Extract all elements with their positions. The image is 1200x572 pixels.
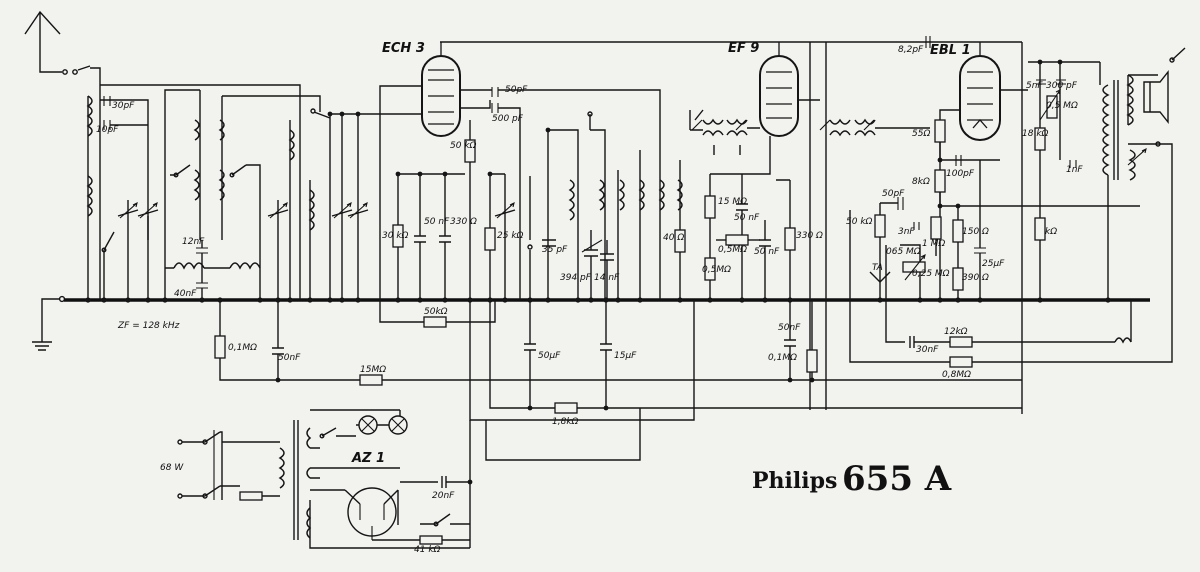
brand-name: Philips xyxy=(752,468,837,494)
label-c-15uf: 15µF xyxy=(614,351,637,361)
label-r-50k: 50 kΩ xyxy=(450,141,477,151)
label-c-50nf-c: 50 nF xyxy=(754,247,780,257)
label-c-30nf: 30nF xyxy=(916,345,939,355)
if-transformer-3 xyxy=(809,42,930,410)
label-c-50nf-d: 50nF xyxy=(278,353,301,363)
junction-dots xyxy=(85,59,1111,485)
label-c-50pf-b: 50pF xyxy=(882,189,905,199)
label-r-05m-a: 0,5MΩ xyxy=(718,245,747,255)
tube-label-ech3: ECH 3 xyxy=(382,41,425,56)
label-c-100pf: 100pF xyxy=(946,169,975,179)
tube-labels: ECH 3 EF 9 EBL 1 AZ 1 xyxy=(351,41,971,466)
label-c-50nf-e: 50nF xyxy=(778,323,801,333)
tube-label-ef9: EF 9 xyxy=(728,41,759,56)
label-r-05m-c: 0,5 MΩ xyxy=(1046,101,1078,111)
label-r-025m: 0,25 MΩ xyxy=(912,269,950,279)
label-c-50uf: 50µF xyxy=(538,351,561,361)
earth-symbol xyxy=(32,295,66,351)
label-r-05m-b: 0,5MΩ xyxy=(702,265,731,275)
label-c-20nf: 20nF xyxy=(432,491,455,501)
label-c-82pf: 8,2pF xyxy=(898,45,924,55)
label-r-15m-b: 15MΩ xyxy=(360,365,386,375)
label-c-10pf: 10pF xyxy=(96,125,119,135)
label-c-300pf: 300 pF xyxy=(1046,81,1078,91)
label-r-18k-b: 1,8kΩ xyxy=(552,417,579,427)
label-r-390: 390 Ω xyxy=(962,273,989,283)
label-r-8k: 8kΩ xyxy=(912,177,930,187)
label-c-500pf: 500 pF xyxy=(492,114,524,124)
oscillator-coils xyxy=(288,108,440,300)
label-c-50pf: 50pF xyxy=(505,85,528,95)
component-labels: 30pF 10pF 12nF 40nF 50pF 500 pF 50 kΩ 30… xyxy=(96,45,1083,555)
label-r-18k: 18 kΩ xyxy=(1022,129,1049,139)
label-r-50k-b: 50 kΩ xyxy=(846,217,873,227)
label-r-15m: 15 MΩ xyxy=(718,197,747,207)
label-r-12k: 12kΩ xyxy=(944,327,968,337)
mixer-stage xyxy=(392,87,661,300)
label-if-frequency: ZF = 128 kHz xyxy=(117,321,180,331)
label-r-1m: 1 MΩ xyxy=(922,239,945,249)
label-c-3nf: 3nF xyxy=(898,227,915,237)
tube-label-ebl1: EBL 1 xyxy=(930,43,971,58)
label-r-25k: 25 kΩ xyxy=(497,231,524,241)
model-number: 655 A xyxy=(842,459,952,499)
filter-section xyxy=(214,300,1022,461)
label-c-50nf-b: 50 nF xyxy=(734,213,760,223)
label-c-35pf: 35 pF xyxy=(542,245,568,255)
label-r-50k-c: 50kΩ xyxy=(424,307,448,317)
label-r-01m-b: 0,1MΩ xyxy=(768,353,797,363)
ebl1-cathode-network xyxy=(869,119,1140,300)
if-transformer-2 xyxy=(689,109,760,155)
label-c-12nf: 12nF xyxy=(182,237,205,247)
tube-ebl1 xyxy=(939,42,1028,300)
label-c-14nf: 14 nF xyxy=(594,273,620,283)
label-r-30k: 30 kΩ xyxy=(382,231,409,241)
label-c-30pf: 30pF xyxy=(112,101,135,111)
label-r-065m: 065 MΩ xyxy=(886,247,921,257)
label-r-150: 150 Ω xyxy=(962,227,989,237)
antenna-symbol xyxy=(24,10,101,85)
label-r-55: 55Ω xyxy=(912,129,930,139)
label-r-40: 40 Ω xyxy=(663,233,684,243)
label-c-394pf: 394 pF xyxy=(560,273,592,283)
label-c-5nf: 5nF xyxy=(1026,81,1043,91)
label-ta: TA xyxy=(872,263,883,273)
if-transformer-1 xyxy=(527,111,686,300)
band-switch-coils xyxy=(164,89,321,300)
label-r-kohm: kΩ xyxy=(1045,227,1057,237)
tube-ef9 xyxy=(759,42,820,137)
label-r-41k: 41 kΩ xyxy=(414,545,441,555)
coupling-cap-82pf xyxy=(925,36,931,48)
ef9-stage xyxy=(704,136,796,300)
label-c-1nf: 1nF xyxy=(1066,165,1083,175)
label-c-40nf: 40nF xyxy=(174,289,197,299)
label-r-330-b: 330 Ω xyxy=(796,231,823,241)
power-supply xyxy=(177,409,471,549)
label-c-25uf: 25µF xyxy=(982,259,1005,269)
tube-ech3 xyxy=(379,42,491,300)
label-r-08m: 0,8MΩ xyxy=(942,370,971,380)
input-coils xyxy=(86,84,301,300)
label-c-50nf-a: 50 nF xyxy=(424,217,450,227)
label-mains-power: 68 W xyxy=(160,463,184,473)
label-r-330: 330 Ω xyxy=(450,217,477,227)
label-r-01m: 0,1MΩ xyxy=(228,343,257,353)
tube-label-az1: AZ 1 xyxy=(351,451,385,466)
title-block: Philips 655 A xyxy=(752,459,952,499)
feedback-network xyxy=(849,210,1173,368)
